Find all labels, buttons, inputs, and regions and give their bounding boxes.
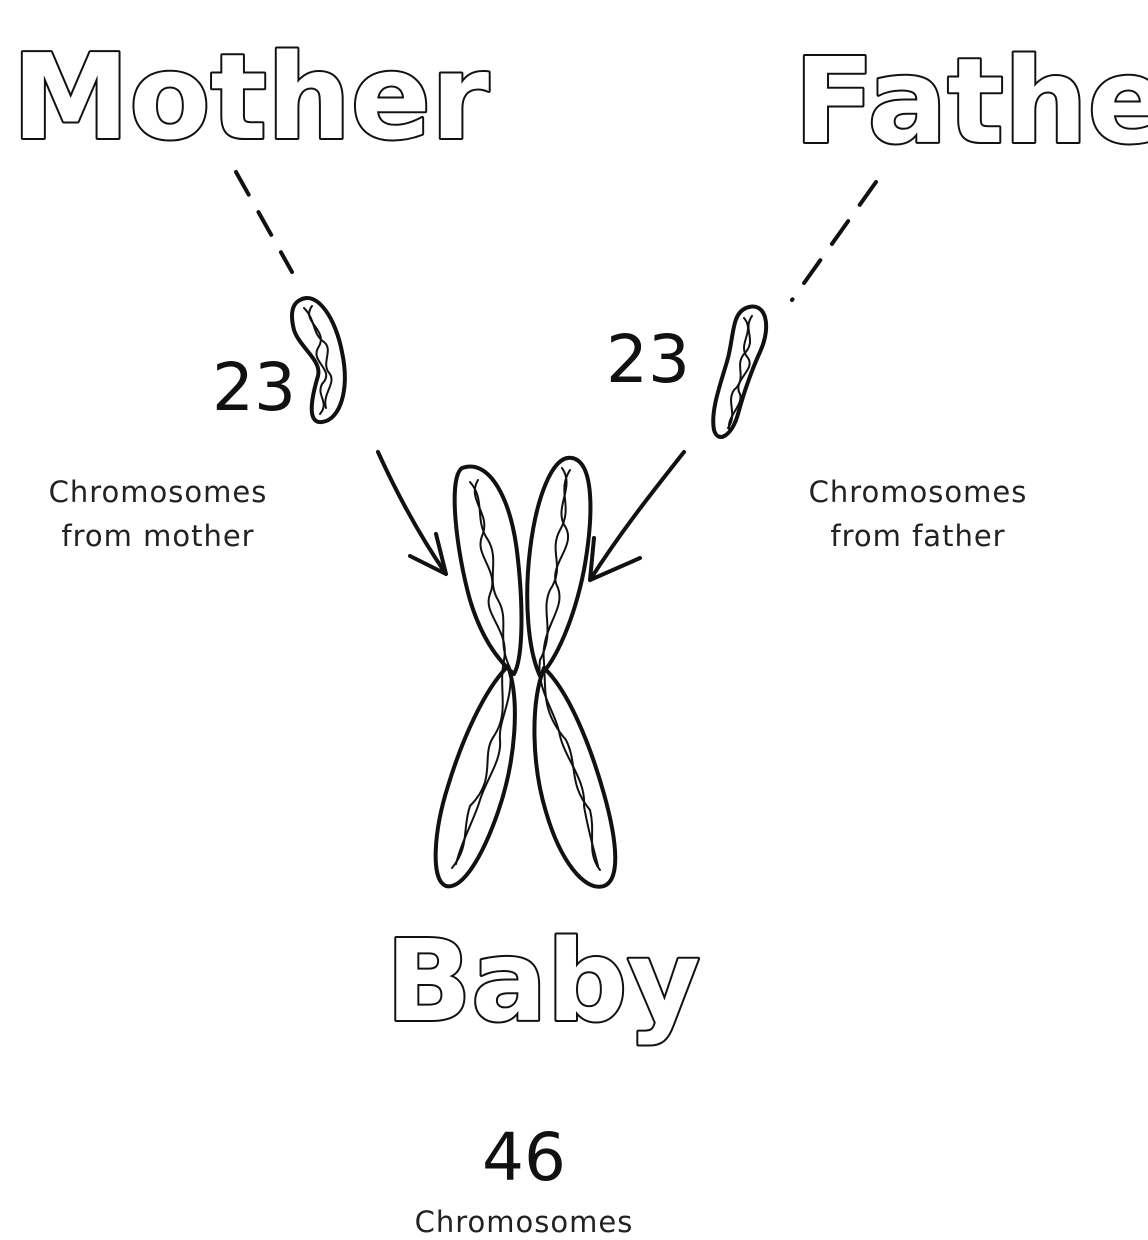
baby-title: Baby [386, 917, 700, 1047]
father-arrow [590, 452, 684, 580]
mother-caption: Chromosomes from mother [40, 470, 276, 558]
mother-count: 23 [212, 349, 296, 426]
father-dashed-line [792, 182, 876, 300]
father-caption-line1: Chromosomes [800, 470, 1036, 514]
father-title: Father [794, 32, 1148, 170]
mother-chromosome-icon [292, 298, 345, 422]
father-caption: Chromosomes from father [800, 470, 1036, 558]
father-count: 23 [606, 321, 690, 398]
mother-caption-line1: Chromosomes [40, 470, 276, 514]
baby-caption: Chromosomes [404, 1200, 644, 1240]
father-chromosome-icon [713, 307, 766, 437]
mother-caption-line2: from mother [40, 514, 276, 558]
baby-count: 46 [482, 1119, 566, 1196]
mother-arrow [378, 452, 446, 574]
baby-chromosome-icon [436, 458, 616, 887]
mother-title: Mother [12, 28, 489, 166]
father-caption-line2: from father [800, 514, 1036, 558]
mother-dashed-line [236, 172, 292, 272]
